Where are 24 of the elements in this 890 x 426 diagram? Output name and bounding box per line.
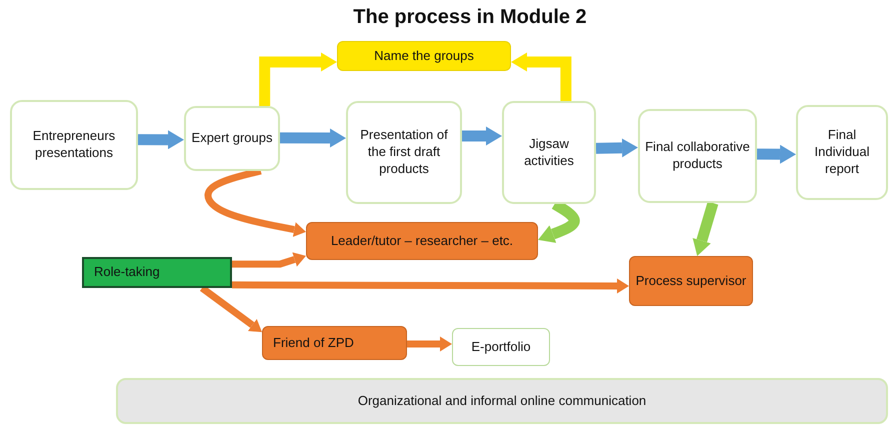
arrow <box>232 278 629 294</box>
role-box: Process supervisor <box>629 256 753 306</box>
process-box: Presentation of the first draft products <box>346 101 462 204</box>
arrow <box>138 130 184 150</box>
process-box: Final collaborative products <box>638 109 757 203</box>
role-box: Leader/tutor – researcher – etc. <box>306 222 538 260</box>
arrow <box>280 128 346 148</box>
role-box: Friend of ZPD <box>262 326 407 360</box>
diagram-title: The process in Module 2 <box>352 6 588 29</box>
process-box: E-portfolio <box>452 328 550 366</box>
arrow <box>259 52 337 106</box>
communication-band: Organizational and informal online communication <box>116 378 888 424</box>
process-box: Jigsaw activities <box>502 101 596 204</box>
arrow <box>596 138 638 158</box>
arrow <box>692 201 718 256</box>
group-label-box: Name the groups <box>337 41 511 71</box>
process-box: Expert groups <box>184 106 280 171</box>
process-box: Final Individual report <box>796 105 888 200</box>
arrow <box>407 336 452 352</box>
arrow <box>232 252 306 268</box>
role-taking-box: Role-taking <box>82 257 232 288</box>
arrow <box>462 126 502 146</box>
process-box: Entrepreneurs presentations <box>10 100 138 190</box>
arrow <box>756 144 796 164</box>
